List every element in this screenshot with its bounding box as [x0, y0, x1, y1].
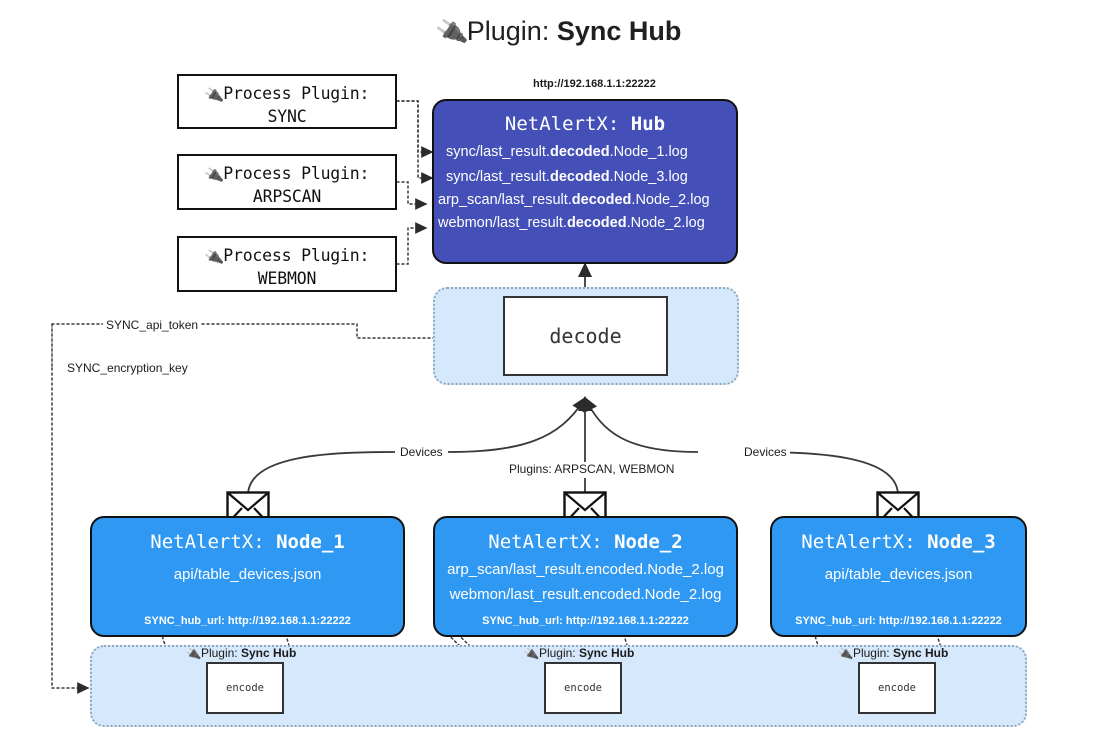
- edge-sync-to-hub-row1: [396, 100, 434, 158]
- plug-icon: 🔌: [433, 15, 469, 49]
- node-2-title: NetAlertX: Node_2: [435, 531, 736, 553]
- process-plugin-sync-line1: Process Plugin:: [223, 84, 370, 103]
- node-2-footer: SYNC_hub_url: http://192.168.1.1:22222: [482, 615, 689, 627]
- process-plugin-arpscan-line1: Process Plugin:: [223, 164, 370, 183]
- hub-row-2-bold: decoded: [549, 169, 610, 185]
- plug-icon: 🔌: [203, 164, 225, 186]
- node-1-line-1: api/table_devices.json: [173, 566, 322, 583]
- encoder-1-label-name: Sync Hub: [240, 646, 297, 660]
- hub-row-1-pre: sync/last_result.: [446, 144, 550, 160]
- devices-left-label: Devices: [397, 445, 446, 459]
- encoder-3-label-prefix: Plugin:: [852, 646, 893, 660]
- devices-right-label: Devices: [741, 445, 790, 459]
- node-box-3[interactable]: NetAlertX: Node_3 api/table_devices.json…: [770, 516, 1027, 637]
- hub-row-1-bold: decoded: [549, 144, 610, 160]
- hub-row-4: webmon/last_result.decoded.Node_2.log: [434, 215, 736, 231]
- process-plugin-sync[interactable]: 🔌Process Plugin: SYNC: [177, 74, 397, 129]
- node-3-title-prefix: NetAlertX:: [801, 531, 928, 553]
- process-plugin-webmon-line2: WEBMON: [257, 268, 317, 288]
- process-plugin-sync-line2: SYNC: [267, 106, 307, 126]
- process-plugin-webmon[interactable]: 🔌Process Plugin: WEBMON: [177, 236, 397, 292]
- process-plugin-arpscan-line2: ARPSCAN: [252, 186, 322, 206]
- hub-row-2-post: .Node_3.log: [609, 169, 688, 185]
- node-1-footer: SYNC_hub_url: http://192.168.1.1:22222: [144, 615, 351, 627]
- hub-url-label: http://192.168.1.1:22222: [533, 78, 656, 90]
- node-box-1[interactable]: NetAlertX: Node_1 api/table_devices.json…: [90, 516, 405, 637]
- node-1-title-prefix: NetAlertX:: [150, 531, 277, 553]
- plug-icon: 🔌: [203, 246, 225, 268]
- node-2-line-2: webmon/last_result.encoded.Node_2.log: [449, 586, 722, 603]
- hub-box[interactable]: NetAlertX: Hub sync/last_result.decoded.…: [432, 99, 738, 264]
- node-3-line-1: api/table_devices.json: [824, 566, 973, 583]
- plug-icon: 🔌: [184, 645, 203, 663]
- encode-box-2[interactable]: encode: [544, 662, 622, 714]
- hub-row-4-bold: decoded: [566, 215, 627, 231]
- edge-arpscan-to-hub-row3: [396, 181, 428, 210]
- encoder-3-label-name: Sync Hub: [892, 646, 949, 660]
- hub-title-prefix: NetAlertX:: [504, 113, 631, 135]
- hub-row-3-pre: arp_scan/last_result.: [438, 192, 572, 208]
- hub-row-2: sync/last_result.decoded.Node_3.log: [434, 169, 736, 185]
- edge-node3-to-decode-b: [584, 396, 699, 453]
- sync-api-token-label: SYNC_api_token: [103, 318, 202, 332]
- hub-row-3-bold: decoded: [571, 192, 632, 208]
- plugins-middle-label: Plugins: ARPSCAN, WEBMON: [506, 462, 678, 476]
- encoder-2-label-prefix: Plugin:: [538, 646, 579, 660]
- encoder-2-label-name: Sync Hub: [578, 646, 635, 660]
- edge-sync-to-hub-row2: [396, 100, 434, 184]
- encoder-1-label: 🔌Plugin: Sync Hub: [184, 645, 297, 663]
- plug-icon: 🔌: [836, 645, 855, 663]
- hub-row-2-pre: sync/last_result.: [446, 169, 550, 185]
- hub-row-3: arp_scan/last_result.decoded.Node_2.log: [434, 192, 736, 208]
- page-title-name: Sync Hub: [556, 16, 682, 46]
- process-plugin-webmon-line1: Process Plugin:: [223, 246, 370, 265]
- plug-icon: 🔌: [522, 645, 541, 663]
- encoder-3-label: 🔌Plugin: Sync Hub: [836, 645, 949, 663]
- encode-box-3[interactable]: encode: [858, 662, 936, 714]
- node-3-title: NetAlertX: Node_3: [772, 531, 1025, 553]
- node-3-title-name: Node_3: [927, 531, 996, 553]
- node-1-title: NetAlertX: Node_1: [92, 531, 403, 553]
- edge-node1-to-decode-a: [247, 451, 396, 495]
- node-2-title-name: Node_2: [614, 531, 683, 553]
- hub-row-4-pre: webmon/last_result.: [438, 215, 567, 231]
- edge-node1-to-decode-b: [447, 396, 586, 453]
- hub-row-1: sync/last_result.decoded.Node_1.log: [434, 144, 736, 160]
- node-2-title-prefix: NetAlertX:: [488, 531, 615, 553]
- hub-row-4-post: .Node_2.log: [626, 215, 705, 231]
- encode-box-1[interactable]: encode: [206, 662, 284, 714]
- node-1-title-name: Node_1: [276, 531, 345, 553]
- edge-webmon-to-hub-row4: [396, 222, 428, 265]
- node-3-footer: SYNC_hub_url: http://192.168.1.1:22222: [795, 615, 1002, 627]
- encoder-1-label-prefix: Plugin:: [200, 646, 241, 660]
- decode-box[interactable]: decode: [503, 296, 668, 376]
- process-plugin-arpscan[interactable]: 🔌Process Plugin: ARPSCAN: [177, 154, 397, 210]
- hub-row-3-post: .Node_2.log: [631, 192, 710, 208]
- edge-encryption-key-to-encoders: [51, 367, 90, 694]
- page-title-prefix: Plugin:: [466, 16, 557, 46]
- hub-title: NetAlertX: Hub: [434, 113, 736, 135]
- node-box-2[interactable]: NetAlertX: Node_2 arp_scan/last_result.e…: [433, 516, 738, 637]
- hub-row-1-post: .Node_1.log: [609, 144, 688, 160]
- plug-icon: 🔌: [203, 84, 225, 106]
- hub-title-name: Hub: [630, 113, 666, 135]
- node-2-line-1: arp_scan/last_result.encoded.Node_2.log: [447, 561, 724, 578]
- sync-encryption-key-label: SYNC_encryption_key: [64, 361, 191, 375]
- encoder-2-label: 🔌Plugin: Sync Hub: [522, 645, 635, 663]
- page-title: 🔌Plugin: Sync Hub: [0, 15, 1117, 49]
